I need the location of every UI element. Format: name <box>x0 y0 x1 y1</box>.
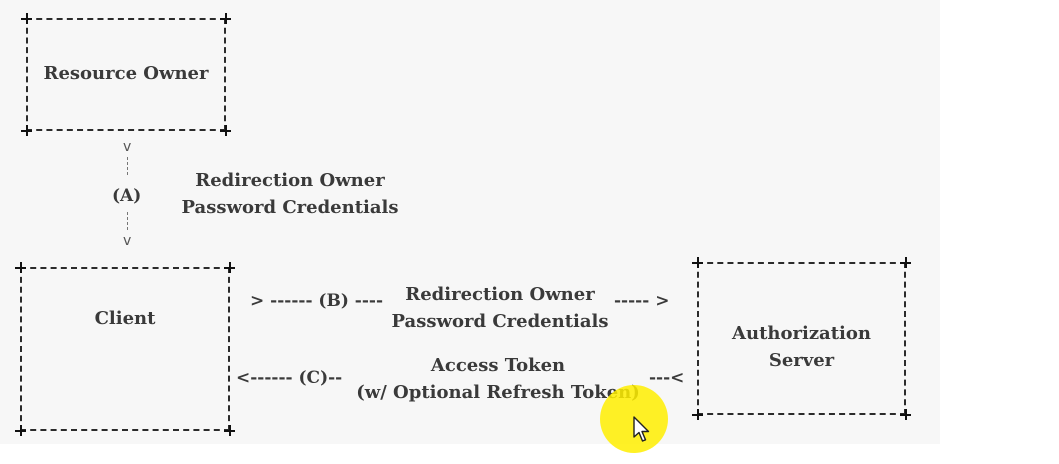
diagram-canvas: Resource Owner v (A) v Redirection Owner… <box>15 13 911 436</box>
step-a-text-line-2: Password Credentials <box>181 197 399 218</box>
step-a-marker-bottom: v <box>123 233 132 249</box>
authorization-server-label-line-2: Server <box>768 350 835 371</box>
authorization-server-label-line-1: Authorization <box>732 323 871 344</box>
step-b-end: ----- > <box>614 291 670 311</box>
step-b-text: Redirection Owner Password Credentials <box>380 281 620 335</box>
step-a-dash-bottom <box>127 212 128 230</box>
corner-plus-icon <box>21 125 32 136</box>
step-a-text-line-1: Redirection Owner <box>195 170 385 191</box>
corner-plus-icon <box>224 262 235 273</box>
step-a-dash-top <box>127 157 128 175</box>
resource-owner-label: Resource Owner <box>43 63 209 84</box>
corner-plus-icon <box>900 409 911 420</box>
corner-plus-icon <box>900 257 911 268</box>
step-b-text-line-1: Redirection Owner <box>405 284 595 305</box>
authorization-server-label: Authorization Server <box>699 320 904 374</box>
mouse-pointer-icon <box>633 416 650 442</box>
client-label: Client <box>94 308 156 329</box>
step-c-text-line-2: (w/ Optional Refresh Token) <box>356 382 640 403</box>
corner-plus-icon <box>220 125 231 136</box>
step-b-start: > ------ (B) ---- <box>250 291 384 311</box>
resource-owner-box: Resource Owner <box>21 13 231 136</box>
step-c-text-line-1: Access Token <box>430 355 566 376</box>
step-b-text-line-2: Password Credentials <box>391 311 609 332</box>
step-a-label: (A) <box>112 186 142 206</box>
step-a-text: Redirection Owner Password Credentials <box>180 167 400 221</box>
corner-plus-icon <box>21 13 32 24</box>
step-c-start: <------ (C)-- <box>236 368 343 388</box>
step-c-end: ---< <box>649 368 685 388</box>
client-box: Client <box>15 262 235 436</box>
step-c-text: Access Token (w/ Optional Refresh Token) <box>352 352 644 406</box>
corner-plus-icon <box>15 425 26 436</box>
authorization-server-box: Authorization Server <box>692 257 911 420</box>
corner-plus-icon <box>224 425 235 436</box>
corner-plus-icon <box>220 13 231 24</box>
corner-plus-icon <box>15 262 26 273</box>
corner-plus-icon <box>692 257 703 268</box>
step-a-marker-top: v <box>123 139 132 155</box>
corner-plus-icon <box>692 409 703 420</box>
